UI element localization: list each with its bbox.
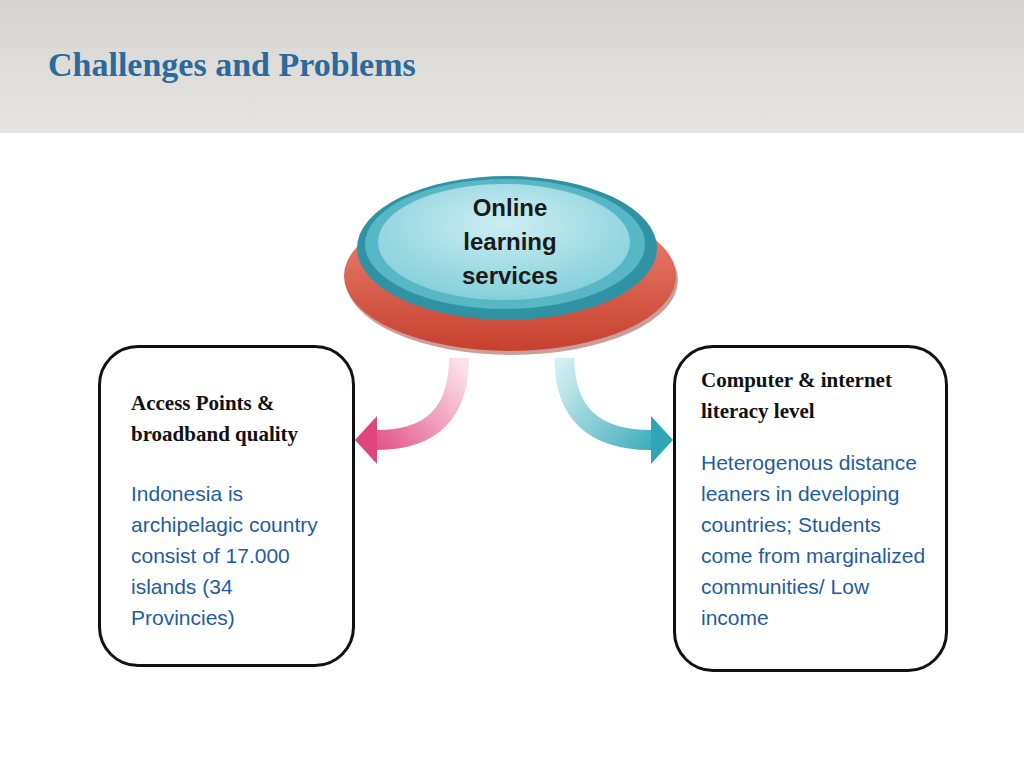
teal-center	[378, 184, 630, 300]
rounded-box: Access Points & broadband qualityIndones…	[98, 345, 355, 667]
arrow-head	[355, 416, 377, 464]
box-body: Heterogenous distance leaners in develop…	[701, 447, 933, 633]
node-label: Online learning services	[445, 191, 575, 293]
arrow-shaft	[377, 358, 459, 440]
arrow-shaft	[564, 358, 651, 440]
box-heading: Access Points & broadband quality	[131, 388, 336, 450]
curved-arrow	[564, 358, 673, 464]
teal-face	[365, 179, 645, 309]
rounded-box: Computer & internet literacy levelHetero…	[673, 345, 948, 672]
teal-rim	[357, 176, 657, 320]
box-heading: Computer & internet literacy level	[701, 365, 933, 427]
box-body: Indonesia is archipelagic country consis…	[131, 478, 336, 633]
curved-arrow	[355, 358, 459, 464]
ellipse-node: Online learning services	[340, 172, 680, 356]
slide-title: Challenges and Problems	[48, 46, 416, 84]
arrow-head	[651, 416, 673, 464]
